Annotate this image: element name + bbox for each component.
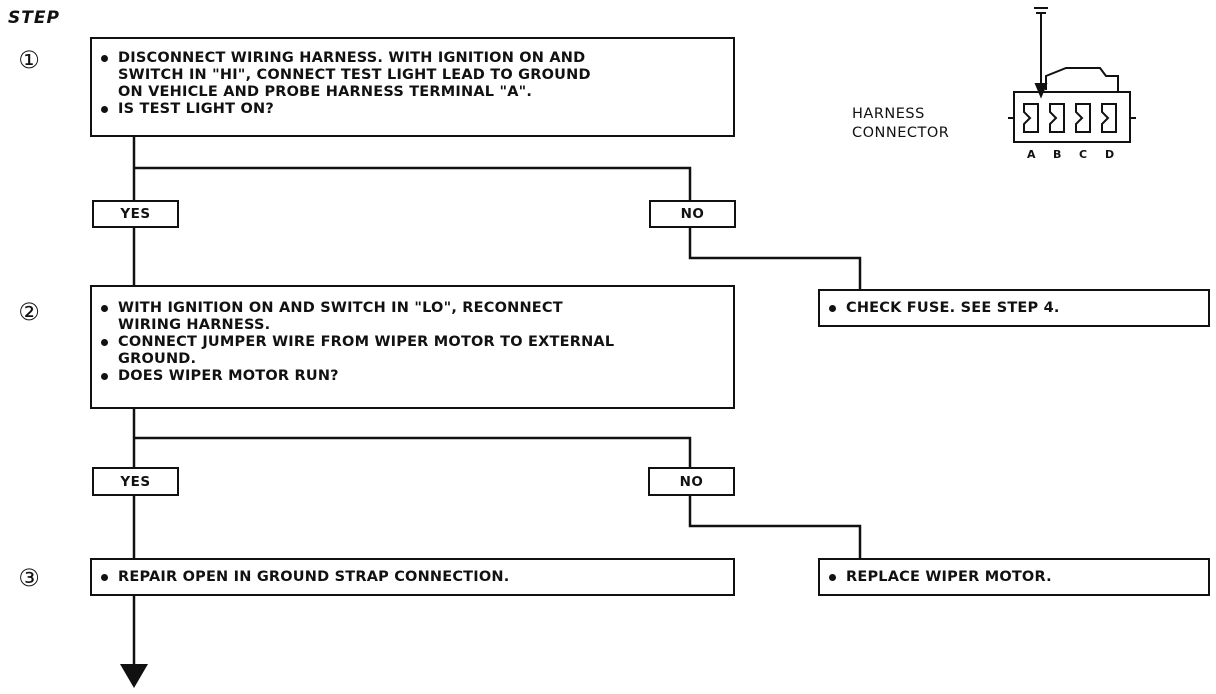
step1-instruction: DISCONNECT WIRING HARNESS. WITH IGNITION…: [92, 50, 733, 101]
step2-question: DOES WIPER MOTOR RUN?: [92, 368, 733, 385]
step2-yes-label: YES: [92, 467, 179, 496]
step-column-title: STEP: [8, 8, 60, 28]
line-step2-to-no: [134, 436, 692, 468]
line-step1-to-no: [134, 166, 692, 200]
step2-instruction-2: CONNECT JUMPER WIRE FROM WIPER MOTOR TO …: [92, 334, 733, 368]
step3-instruction: REPAIR OPEN IN GROUND STRAP CONNECTION.: [92, 569, 733, 586]
harness-connector-icon: [1008, 7, 1136, 143]
replace-motor-box: REPLACE WIPER MOTOR.: [818, 558, 1210, 596]
line-no1-to-fuse: [688, 228, 862, 290]
harness-connector-label: HARNESS CONNECTOR: [852, 106, 950, 141]
step1-box: DISCONNECT WIRING HARNESS. WITH IGNITION…: [90, 37, 735, 137]
step3-box: REPAIR OPEN IN GROUND STRAP CONNECTION.: [90, 558, 735, 596]
step1-no-label: NO: [649, 200, 736, 228]
pin-label-d: D: [1105, 148, 1115, 161]
check-fuse-text: CHECK FUSE. SEE STEP 4.: [820, 300, 1208, 317]
step-number-3: ③: [18, 564, 40, 592]
step2-no-label: NO: [648, 467, 735, 496]
step1-yes-label: YES: [92, 200, 179, 228]
step-number-2: ②: [18, 298, 40, 326]
down-arrow-icon: [120, 664, 148, 688]
step-number-1: ①: [18, 46, 40, 74]
pin-label-b: B: [1053, 148, 1062, 161]
replace-motor-text: REPLACE WIPER MOTOR.: [820, 569, 1208, 586]
step2-instruction-1: WITH IGNITION ON AND SWITCH IN "LO", REC…: [92, 300, 733, 334]
step2-box: WITH IGNITION ON AND SWITCH IN "LO", REC…: [90, 285, 735, 409]
pin-label-c: C: [1079, 148, 1088, 161]
line-no2-to-replace: [688, 496, 862, 560]
check-fuse-box: CHECK FUSE. SEE STEP 4.: [818, 289, 1210, 327]
pin-label-a: A: [1027, 148, 1036, 161]
step1-question: IS TEST LIGHT ON?: [92, 101, 733, 118]
